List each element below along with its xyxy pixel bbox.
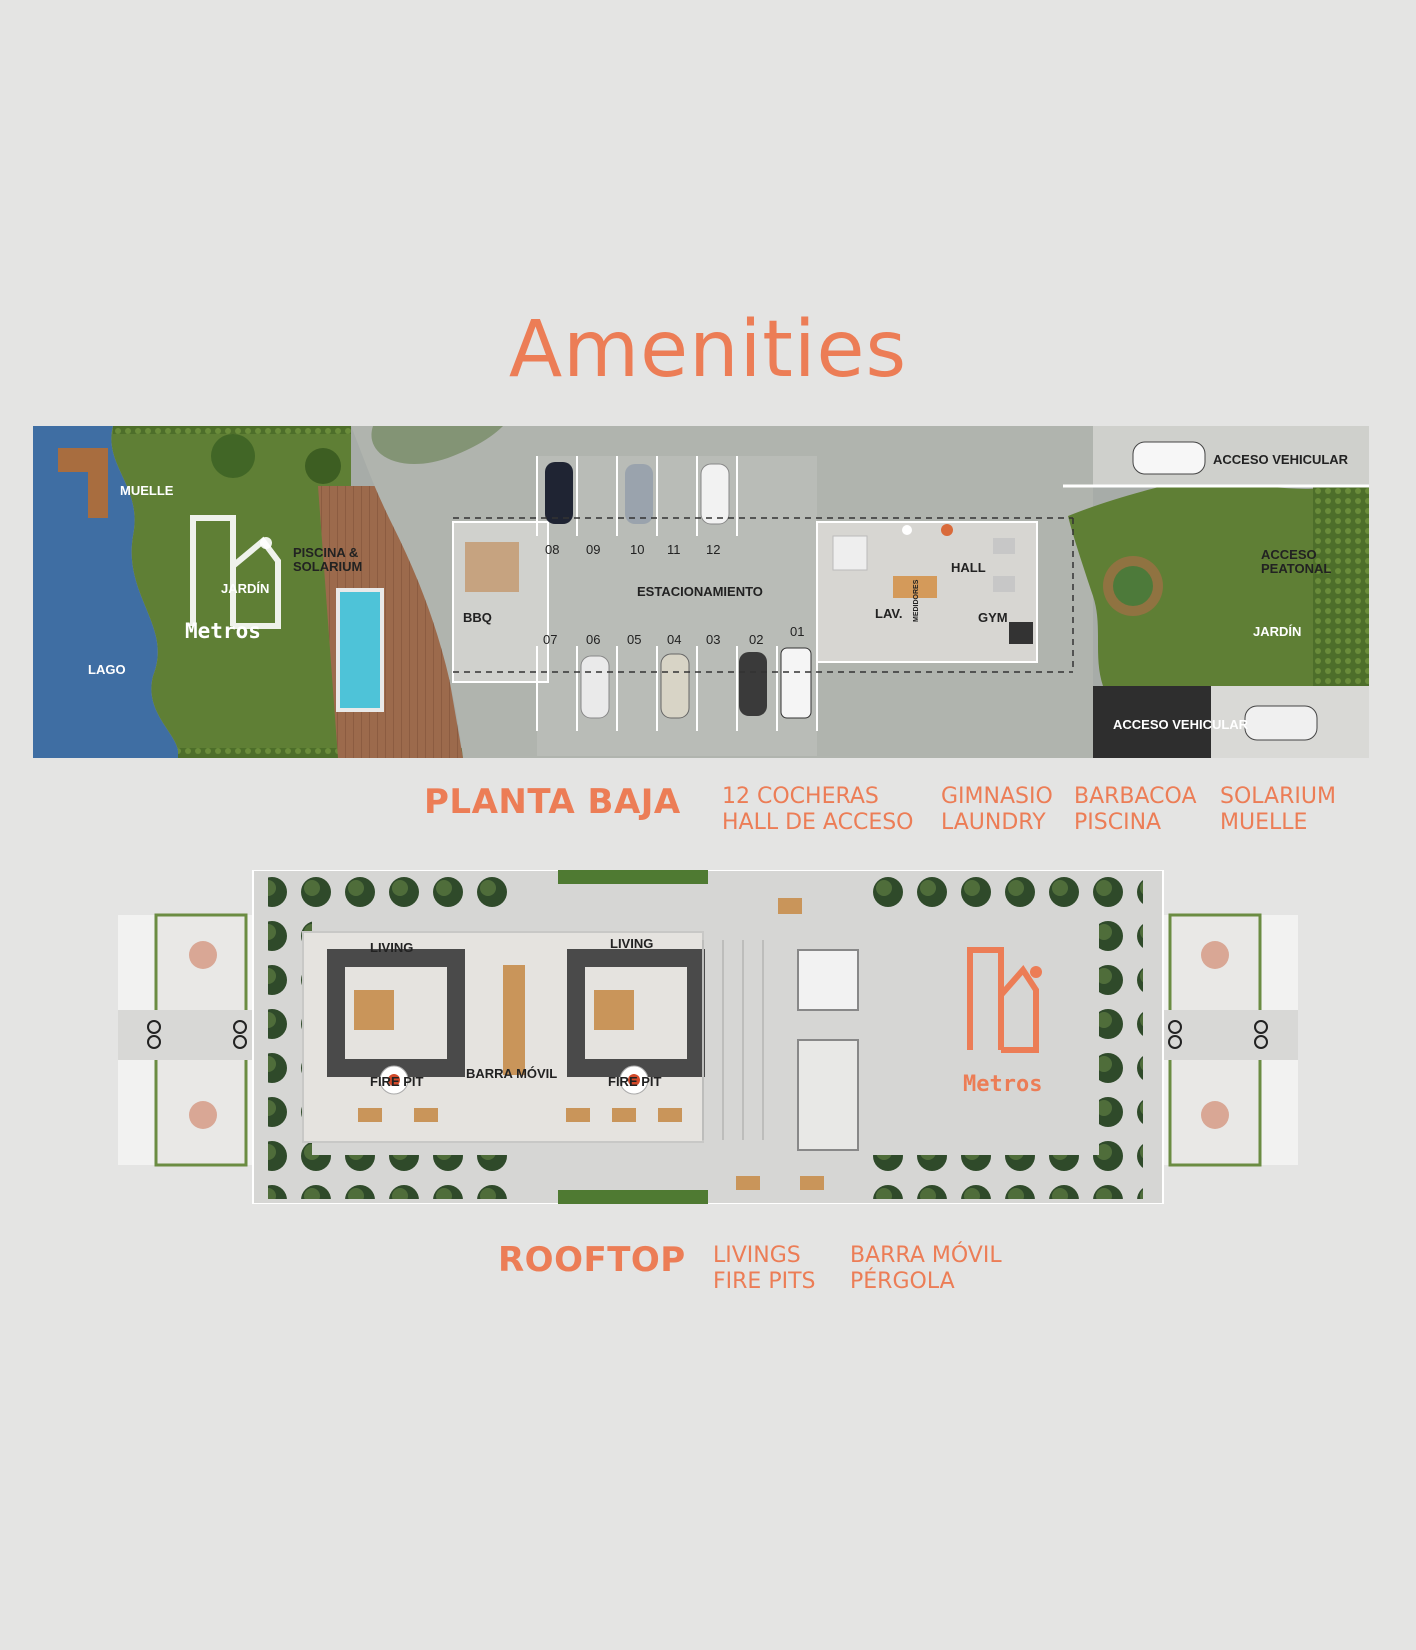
label-bbq: BBQ <box>463 610 492 625</box>
label-barra-movil: BARRA MÓVIL <box>466 1066 558 1081</box>
metros-logo-icon-ground <box>190 515 281 629</box>
parking-space-number: 06 <box>586 632 601 647</box>
label-fire-pit-left: FIRE PIT <box>370 1074 424 1089</box>
label-acceso-vehicular-top: ACCESO VEHICULAR <box>1213 452 1349 467</box>
label-acceso-peatonal: ACCESO PEATONAL <box>1261 547 1332 576</box>
section-title-planta-baja: PLANTA BAJA <box>424 782 681 822</box>
parking-space-number: 08 <box>545 542 560 557</box>
metros-logo-text-rooftop: Metros <box>963 1072 1043 1097</box>
metros-logo-icon-rooftop <box>967 947 1039 1053</box>
label-acceso-vehicular-bottom: ACCESO VEHICULAR <box>1113 717 1249 732</box>
label-gym: GYM <box>978 610 1008 625</box>
parking-space-number: 02 <box>749 632 764 647</box>
page-title: Amenities <box>508 305 908 395</box>
label-piscina-solarium: PISCINA & SOLARIUM <box>293 545 363 574</box>
label-living-left: LIVING <box>370 940 414 955</box>
label-estacionamiento: ESTACIONAMIENTO <box>637 584 763 599</box>
label-muelle: MUELLE <box>120 483 174 498</box>
label-jardin-left: JARDÍN <box>221 581 270 596</box>
parking-space-number: 03 <box>706 632 721 647</box>
label-lago: LAGO <box>88 662 126 677</box>
label-jardin-right: JARDÍN <box>1253 624 1302 639</box>
parking-space-number: 09 <box>586 542 601 557</box>
parking-space-number: 05 <box>627 632 642 647</box>
parking-space-number: 01 <box>790 624 805 639</box>
metros-logo-text-ground: Metros <box>185 619 261 643</box>
section-title-rooftop: ROOFTOP <box>498 1240 686 1280</box>
car-icons <box>545 462 812 719</box>
parking-space-number: 12 <box>706 542 721 557</box>
parking-space-number: 10 <box>630 542 645 557</box>
label-living-right: LIVING <box>610 936 654 951</box>
rooftop-drawing <box>118 870 1298 1204</box>
label-lav: LAV. <box>875 606 903 621</box>
ground-floor-plan: MUELLE LAGO JARDÍN PISCINA & SOLARIUM Me… <box>33 426 1369 758</box>
ground-floor-drawing <box>33 426 1369 758</box>
rooftop-plan: LIVING LIVING FIRE PIT BARRA MÓVIL FIRE … <box>118 870 1298 1204</box>
parking-space-number: 11 <box>667 542 681 557</box>
parking-space-number: 04 <box>667 632 682 647</box>
label-fire-pit-right: FIRE PIT <box>608 1074 662 1089</box>
label-hall: HALL <box>951 560 986 575</box>
label-medidores: MEDIDORES <box>913 579 920 622</box>
parking-space-number: 07 <box>543 632 558 647</box>
